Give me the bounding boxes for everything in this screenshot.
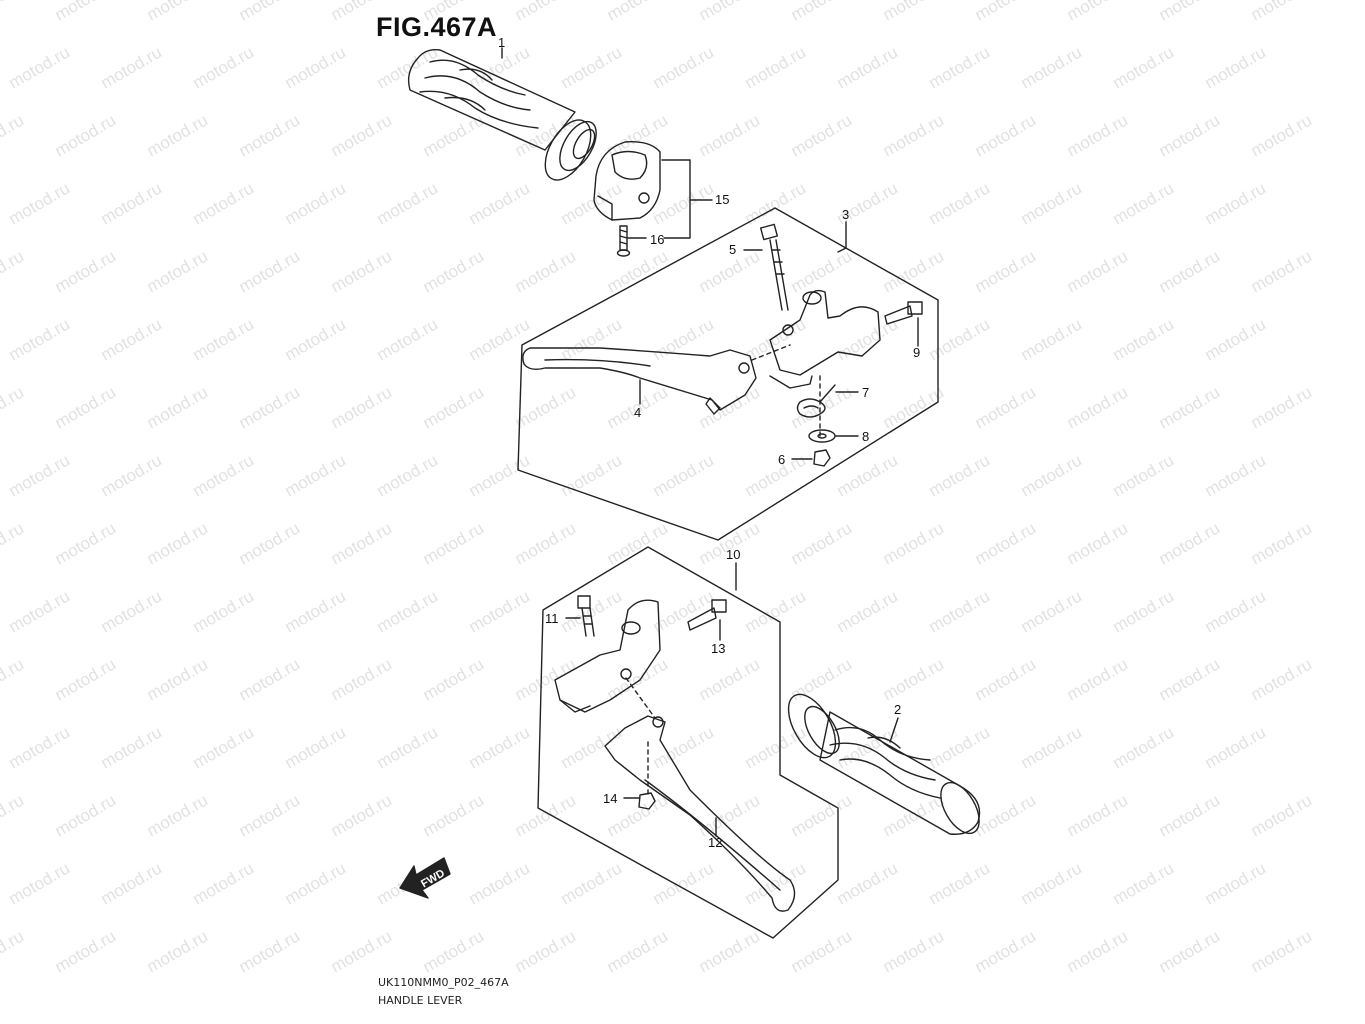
clutch-lever-12 xyxy=(604,715,796,912)
callout-2: 2 xyxy=(894,702,901,717)
callout-4: 4 xyxy=(634,405,641,420)
callout-1: 1 xyxy=(498,35,505,50)
callout-16: 16 xyxy=(650,232,664,247)
callout-3: 3 xyxy=(842,207,849,222)
grip-1-drawing xyxy=(407,48,597,181)
callout-15: 15 xyxy=(715,192,729,207)
callout-10: 10 xyxy=(726,547,740,562)
clutch-perch-10 xyxy=(554,599,661,713)
callout-6: 6 xyxy=(778,452,785,467)
callout-9: 9 xyxy=(913,345,920,360)
callout-5: 5 xyxy=(729,242,736,257)
assembly-frame-10 xyxy=(537,546,839,939)
nut-6 xyxy=(813,449,831,467)
callout-8: 8 xyxy=(862,429,869,444)
assembly-frame-3 xyxy=(517,207,939,541)
callout-13: 13 xyxy=(711,641,725,656)
callout-7: 7 xyxy=(862,385,869,400)
fwd-arrow-icon xyxy=(399,857,451,899)
callout-labels: 1 2 3 4 5 6 7 8 9 10 11 12 13 14 15 16 F… xyxy=(419,35,920,890)
screw-16 xyxy=(616,225,631,257)
diagram-code: UK110NMM0_P02_467A xyxy=(378,976,509,989)
bolt-5 xyxy=(759,223,789,311)
washer-8 xyxy=(808,429,836,443)
bolt-9 xyxy=(884,301,923,325)
callout-12: 12 xyxy=(708,835,722,850)
callout-14: 14 xyxy=(603,791,617,806)
brake-lever-4 xyxy=(522,347,757,415)
nut-14 xyxy=(638,792,656,810)
diagram-name: HANDLE LEVER xyxy=(378,994,463,1007)
throttle-housing-15 xyxy=(593,141,661,221)
bolt-11 xyxy=(577,595,595,637)
callout-11: 11 xyxy=(545,611,559,626)
master-cylinder-3 xyxy=(769,289,881,389)
spring-7 xyxy=(796,384,836,418)
washer-8-hole xyxy=(817,433,827,439)
figure-title: FIG.467A xyxy=(376,12,498,42)
grip-2-drawing xyxy=(787,693,981,835)
bolt-13 xyxy=(687,599,727,631)
